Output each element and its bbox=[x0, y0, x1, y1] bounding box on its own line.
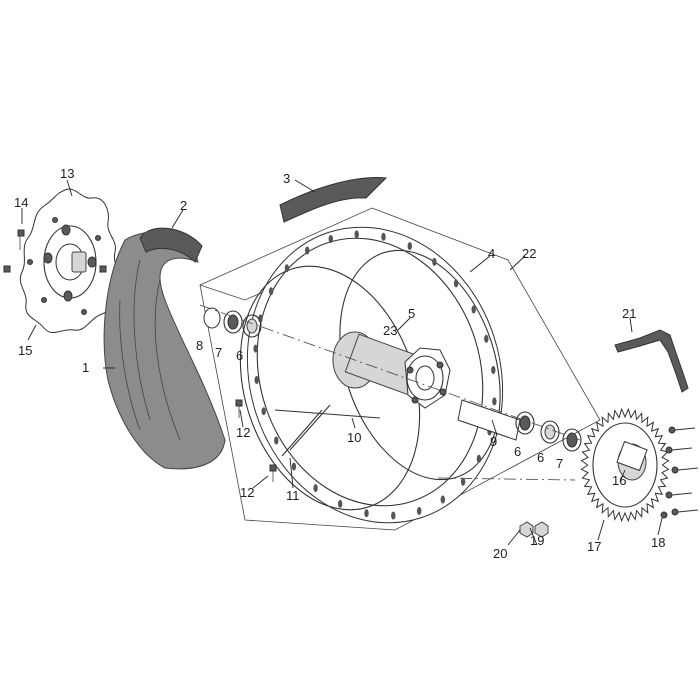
callout-13: 13 bbox=[60, 166, 74, 181]
brake-disc bbox=[19, 188, 119, 333]
spokes bbox=[274, 404, 381, 457]
rim-hole bbox=[354, 230, 359, 239]
callout-1: 1 bbox=[82, 360, 89, 375]
callout-19: 19 bbox=[530, 533, 544, 548]
callout-12a: 12 bbox=[236, 425, 250, 440]
rim-hole bbox=[391, 511, 396, 520]
callout-7a: 7 bbox=[215, 345, 222, 360]
callout-3: 3 bbox=[283, 171, 290, 186]
callout-9: 9 bbox=[490, 434, 497, 449]
spacer bbox=[457, 399, 521, 441]
rim-holes bbox=[253, 230, 497, 520]
callout-8: 8 bbox=[196, 338, 203, 353]
hub bbox=[332, 331, 451, 409]
rim-hole bbox=[328, 235, 333, 243]
valves bbox=[235, 399, 277, 482]
callout-labels: 1 2 3 4 5 23 22 21 13 14 15 8 7 6 12 12 … bbox=[14, 166, 665, 561]
rim-hole bbox=[484, 334, 489, 343]
callout-5: 5 bbox=[408, 306, 415, 321]
rim-hole bbox=[284, 264, 290, 273]
callout-10: 10 bbox=[347, 430, 361, 445]
callout-6a: 6 bbox=[236, 348, 243, 363]
callout-4: 4 bbox=[488, 246, 495, 261]
right-bearings bbox=[515, 411, 582, 452]
rim-hole bbox=[471, 305, 476, 314]
disc-bolts bbox=[3, 229, 107, 273]
tyre-lining bbox=[279, 177, 388, 223]
rim-strip bbox=[139, 227, 203, 263]
rim-hole bbox=[268, 287, 274, 296]
leader-lines bbox=[21, 179, 663, 546]
rim-hole bbox=[460, 477, 466, 486]
callout-20: 20 bbox=[493, 546, 507, 561]
callout-22: 22 bbox=[522, 246, 536, 261]
rim-hole bbox=[417, 507, 422, 515]
nuts bbox=[519, 521, 549, 538]
rim-hole bbox=[261, 407, 266, 416]
callout-21: 21 bbox=[622, 306, 636, 321]
rim-hole bbox=[432, 257, 437, 266]
callout-18: 18 bbox=[651, 535, 665, 550]
callout-23: 23 bbox=[383, 323, 397, 338]
rim-hole bbox=[492, 397, 497, 406]
callout-6c: 6 bbox=[537, 450, 544, 465]
rim-hole bbox=[313, 484, 318, 493]
rim-hole bbox=[491, 366, 496, 374]
rim-hole bbox=[338, 499, 343, 508]
callout-7b: 7 bbox=[556, 456, 563, 471]
rim-hole bbox=[274, 436, 279, 445]
left-bearings bbox=[203, 307, 262, 338]
rim-hole bbox=[305, 246, 310, 255]
tyre bbox=[103, 231, 226, 470]
rim-hole bbox=[476, 454, 482, 463]
callout-15: 15 bbox=[18, 343, 32, 358]
rim-hole bbox=[381, 232, 386, 241]
chain bbox=[614, 329, 689, 393]
callout-17: 17 bbox=[587, 539, 601, 554]
callout-2: 2 bbox=[180, 198, 187, 213]
rim-hole bbox=[254, 376, 259, 384]
rim-hole bbox=[253, 344, 258, 353]
rim-hole bbox=[440, 495, 445, 504]
rim-hole bbox=[291, 462, 297, 471]
callout-12b: 12 bbox=[240, 485, 254, 500]
callout-14: 14 bbox=[14, 195, 28, 210]
sprocket-bolts bbox=[660, 426, 699, 519]
rim-hole bbox=[453, 279, 459, 288]
sprocket bbox=[580, 407, 670, 523]
callout-6b: 6 bbox=[514, 444, 521, 459]
callout-11: 11 bbox=[286, 488, 300, 503]
callout-16: 16 bbox=[612, 473, 626, 488]
rim-hole bbox=[407, 242, 412, 251]
rim-hole bbox=[364, 509, 369, 518]
